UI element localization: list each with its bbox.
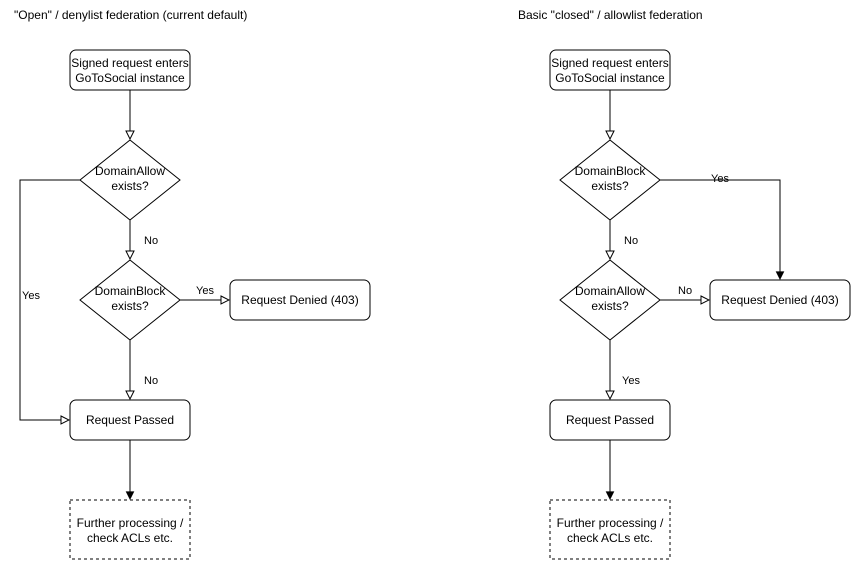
- right-domainallow-decision: DomainAllow exists?: [559, 259, 661, 341]
- left-edge-check1-yes: [19, 179, 80, 420]
- left-further-line1: Further processing /: [77, 516, 184, 530]
- right-passed-label: Request Passed: [566, 413, 654, 427]
- right-edge-label-check1-no: No: [624, 235, 638, 247]
- right-check1-line1: DomainBlock: [575, 164, 647, 178]
- left-domainallow-decision: DomainAllow exists?: [79, 139, 181, 221]
- left-further-node: Further processing / check ACLs etc.: [69, 499, 191, 560]
- right-further-node: Further processing / check ACLs etc.: [549, 499, 671, 560]
- left-passed-node: Request Passed: [69, 399, 191, 441]
- left-edge-label-check1-no: No: [144, 235, 158, 247]
- left-flowchart: "Open" / denylist federation (current de…: [14, 8, 371, 560]
- left-denied-node: Request Denied (403): [229, 279, 371, 321]
- left-denied-label: Request Denied (403): [241, 293, 358, 307]
- right-start-line1: Signed request enters: [551, 56, 668, 70]
- left-passed-label: Request Passed: [86, 413, 174, 427]
- right-check2-line1: DomainAllow: [575, 284, 645, 298]
- left-check2-line2: exists?: [111, 299, 149, 313]
- right-domainblock-decision: DomainBlock exists?: [559, 139, 661, 221]
- right-edge-label-check1-yes: Yes: [711, 173, 729, 185]
- right-edge-check1-yes: [660, 179, 780, 279]
- right-edge-label-check2-yes: Yes: [622, 375, 640, 387]
- right-denied-label: Request Denied (403): [721, 293, 838, 307]
- left-domainblock-decision: DomainBlock exists?: [79, 259, 181, 341]
- right-check2-line2: exists?: [591, 299, 629, 313]
- left-edge-label-check1-yes: Yes: [22, 290, 40, 302]
- right-title: Basic "closed" / allowlist federation: [518, 8, 703, 22]
- right-start-node: Signed request enters GoToSocial instanc…: [549, 49, 671, 91]
- left-start-line2: GoToSocial instance: [75, 71, 185, 85]
- right-further-line2: check ACLs etc.: [567, 531, 653, 545]
- left-edge-label-check2-no: No: [144, 375, 158, 387]
- left-title: "Open" / denylist federation (current de…: [14, 8, 247, 22]
- right-edge-label-check2-no: No: [678, 285, 692, 297]
- left-check2-line1: DomainBlock: [95, 284, 167, 298]
- right-flowchart: Basic "closed" / allowlist federation Ye…: [518, 8, 851, 560]
- left-start-node: Signed request enters GoToSocial instanc…: [69, 49, 191, 91]
- left-edge-label-check2-yes: Yes: [196, 285, 214, 297]
- left-check1-line2: exists?: [111, 179, 149, 193]
- left-further-line2: check ACLs etc.: [87, 531, 173, 545]
- right-start-line2: GoToSocial instance: [555, 71, 665, 85]
- left-start-line1: Signed request enters: [71, 56, 188, 70]
- right-further-line1: Further processing /: [557, 516, 664, 530]
- left-check1-line1: DomainAllow: [95, 164, 165, 178]
- right-check1-line2: exists?: [591, 179, 629, 193]
- right-passed-node: Request Passed: [549, 399, 671, 441]
- right-denied-node: Request Denied (403): [709, 279, 851, 321]
